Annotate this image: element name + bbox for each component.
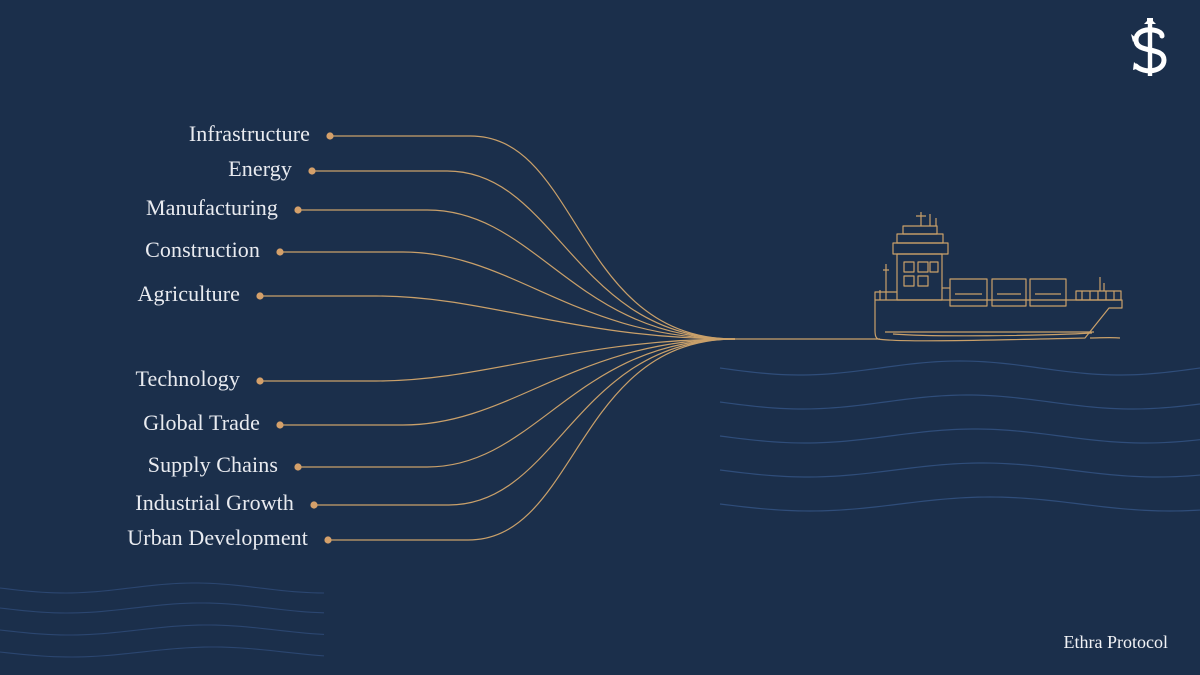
flow-line bbox=[312, 170, 736, 340]
wave-line bbox=[0, 602, 325, 614]
wave-line bbox=[719, 428, 1200, 444]
flow-dot bbox=[256, 377, 264, 385]
cargo-ship-icon bbox=[874, 212, 1123, 342]
flow-dot bbox=[324, 536, 332, 544]
flow-line bbox=[260, 338, 736, 382]
flow-line bbox=[298, 338, 736, 468]
sector-label: Urban Development bbox=[127, 525, 308, 550]
flow-lines bbox=[260, 135, 736, 541]
flow-line bbox=[328, 338, 736, 541]
sector-label: Construction bbox=[145, 237, 260, 262]
flow-dot bbox=[276, 248, 284, 256]
flow-line bbox=[314, 338, 736, 506]
flow-line bbox=[280, 251, 736, 340]
sector-label: Industrial Growth bbox=[135, 490, 294, 515]
sector-label: Infrastructure bbox=[188, 121, 310, 146]
wave-line bbox=[0, 646, 325, 658]
flow-line bbox=[280, 338, 736, 426]
flow-line bbox=[298, 209, 736, 340]
sector-label: Manufacturing bbox=[145, 195, 278, 220]
flow-dot bbox=[310, 501, 318, 509]
wave-line bbox=[0, 624, 325, 636]
sector-label: Energy bbox=[228, 156, 292, 181]
wave-line bbox=[719, 462, 1200, 478]
flow-dot bbox=[256, 292, 264, 300]
flow-line bbox=[330, 135, 736, 340]
flow-dot bbox=[294, 206, 302, 214]
wave-line bbox=[719, 360, 1200, 376]
flow-dot bbox=[294, 463, 302, 471]
sea-waves-left bbox=[0, 582, 325, 658]
flow-dot bbox=[308, 167, 316, 175]
anchor-dollar-logo-icon bbox=[1131, 18, 1167, 76]
flow-dots bbox=[256, 132, 334, 544]
flow-dot bbox=[326, 132, 334, 140]
wave-line bbox=[719, 394, 1200, 410]
sector-label: Agriculture bbox=[137, 281, 240, 306]
wave-line bbox=[719, 496, 1200, 512]
brand-name: Ethra Protocol bbox=[1063, 632, 1168, 652]
flow-line bbox=[260, 295, 736, 340]
sector-label: Supply Chains bbox=[147, 452, 278, 477]
sector-label: Global Trade bbox=[143, 410, 260, 435]
flow-dot bbox=[276, 421, 284, 429]
sea-waves-right bbox=[719, 360, 1200, 512]
sector-label: Technology bbox=[135, 366, 240, 391]
wave-line bbox=[0, 582, 325, 594]
